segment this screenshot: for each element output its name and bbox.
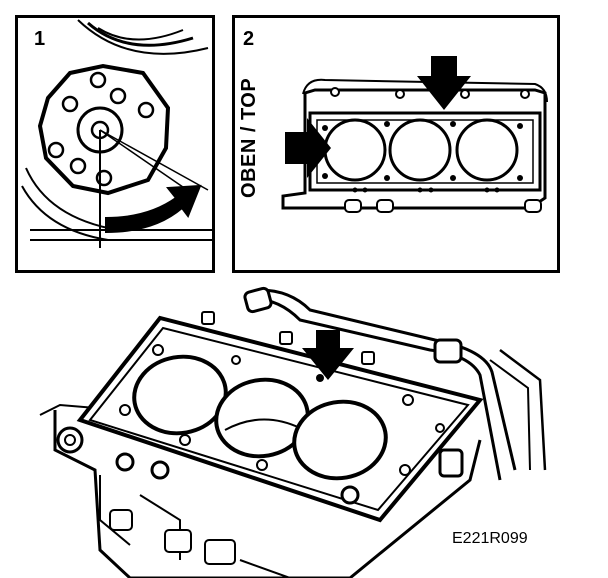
cylinder-bore: [323, 118, 387, 182]
cylinder-head-gasket: [76, 315, 484, 523]
bolt-hole: [89, 71, 107, 89]
cylinder-bore: [388, 118, 452, 182]
figure-code: E221R099: [452, 530, 528, 547]
bolt-hole: [109, 87, 127, 105]
gasket-top-view-drawing: [281, 56, 548, 213]
cylinder-bore: [292, 399, 388, 481]
right-arrow-marker: [285, 118, 331, 178]
bolt-hole: [137, 101, 155, 119]
orientation-label: OBEN / TOP: [238, 77, 260, 198]
panel-2-gasket-orientation: 2 OBEN / TOP: [232, 15, 560, 273]
panel-number: 2: [243, 28, 255, 50]
crankshaft-pulley-drawing: [21, 19, 212, 248]
cylinder-bore: [455, 118, 519, 182]
cylinder-bore: [132, 354, 228, 436]
bolt-hole: [47, 141, 65, 159]
rotation-arrow: [105, 184, 202, 234]
down-arrow-marker: [302, 330, 354, 380]
bolt-hole: [69, 157, 87, 175]
cylinder-bore: [214, 377, 310, 459]
bolt-hole: [61, 95, 79, 113]
down-arrow-marker: [417, 56, 471, 110]
panel-1-crankshaft-rotation: 1: [15, 15, 215, 273]
panel-number: 1: [34, 28, 46, 50]
